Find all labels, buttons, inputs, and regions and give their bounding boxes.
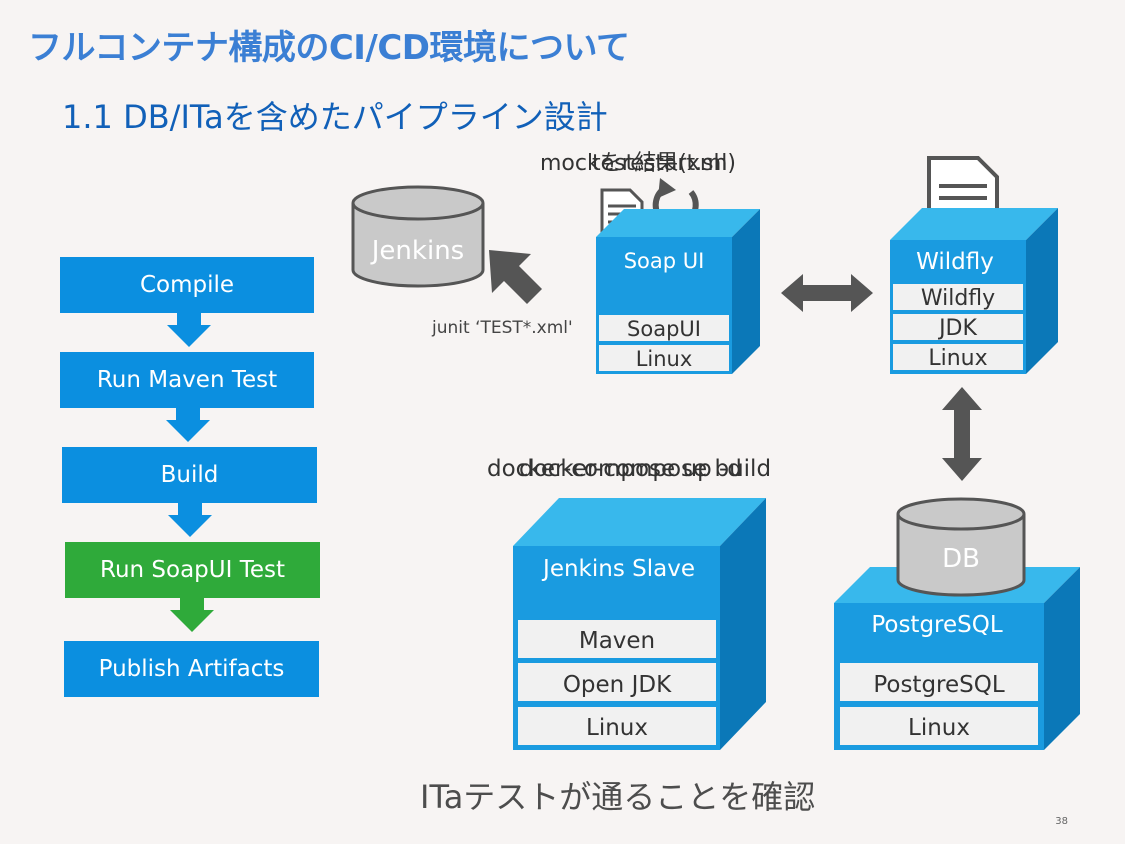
soapui-note-test-result: test結果(xml): [592, 151, 736, 176]
soapui-layer-linux: Linux: [636, 347, 693, 371]
wildfly-layer-linux: Linux: [928, 346, 987, 371]
down-arrow-icon: [166, 408, 210, 442]
wildfly-box-title: Wildfly: [916, 249, 994, 275]
pipeline-step-run-soapui-test: Run SoapUI Test: [65, 542, 320, 598]
footer-caption: ITaテストが通ることを確認: [420, 778, 816, 816]
page-title: フルコンテナ構成のCI/CD環境について: [28, 28, 630, 68]
compose-note-up: docker-compose up -d: [487, 456, 742, 482]
double-arrow-horizontal-icon: [781, 274, 873, 312]
soapui-box-title: Soap UI: [624, 249, 705, 273]
slave-layer-linux: Linux: [586, 715, 648, 741]
pipeline-step-run-maven-test: Run Maven Test: [60, 352, 314, 408]
wildfly-container-box: Wildfly Wildfly JDK Linux: [890, 208, 1058, 374]
down-arrow-icon: [168, 503, 212, 537]
down-arrow-icon: [170, 598, 214, 632]
wildfly-layer-jdk: JDK: [937, 316, 977, 341]
arrow-up-left-icon: [489, 250, 542, 304]
pipeline-step-publish-artifacts: Publish Artifacts: [64, 641, 319, 697]
wildfly-layer-wildfly: Wildfly: [921, 286, 995, 311]
double-arrow-vertical-icon: [942, 387, 982, 481]
compose-note-build: docker-compose build: [519, 456, 771, 482]
slave-layer-maven: Maven: [579, 628, 655, 654]
db-label: DB: [942, 544, 980, 574]
soapui-note-restart: mockをrestart.sh: [540, 151, 727, 176]
jenkins-slave-container-box: Jenkins Slave Maven Open JDK Linux: [513, 498, 766, 750]
pipeline-step-compile: Compile: [60, 257, 314, 313]
slave-box-title: Jenkins Slave: [541, 556, 695, 582]
postgres-layer-linux: Linux: [908, 715, 970, 741]
soapui-container-box: Soap UI SoapUI Linux: [596, 209, 760, 374]
pipeline-step-build: Build: [62, 447, 317, 503]
jenkins-db-cylinder: Jenkins: [351, 185, 485, 288]
postgres-container-box: PostgreSQL PostgreSQL Linux: [834, 567, 1080, 750]
page-subtitle: 1.1 DB/ITaを含めたパイプライン設計: [62, 98, 608, 136]
postgres-box-title: PostgreSQL: [871, 612, 1003, 638]
page-number: 38: [1055, 816, 1068, 827]
jenkins-label: Jenkins: [370, 236, 464, 266]
db-cylinder: DB: [896, 497, 1026, 597]
soapui-layer-soapui: SoapUI: [627, 317, 701, 341]
down-arrow-icon: [167, 313, 211, 347]
junit-note: junit ‘TEST*.xml': [431, 318, 573, 338]
postgres-layer-postgresql: PostgreSQL: [873, 672, 1005, 698]
slave-layer-openjdk: Open JDK: [563, 672, 672, 698]
